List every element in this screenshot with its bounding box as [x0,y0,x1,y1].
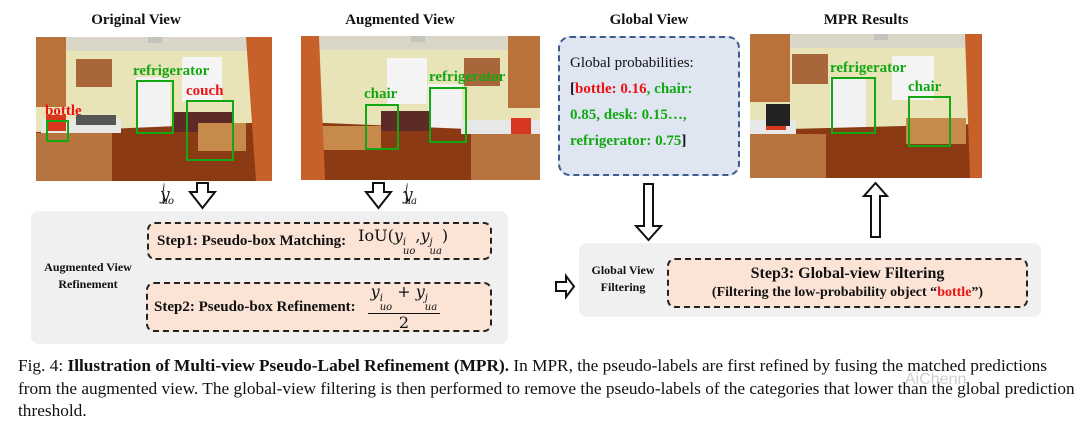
iou-func: IoU( [358,226,394,245]
mpr-results-image: refrigerator chair [750,34,982,178]
caption-bold-title: Illustration of Multi-view Pseudo-Label … [67,356,510,375]
arrow-down-augmented [363,182,394,210]
global-probabilities-line1: [bottle: 0.16, chair: [570,76,732,102]
label-y-ua-j: yuaj [403,183,428,208]
step3-desc-suffix: ”) [971,285,984,300]
prob-chair-label: , chair: [646,81,693,97]
kitchen-scene-results [750,34,982,178]
step3-description: (Filtering the low-probability object “b… [712,284,983,302]
augmented-view-image: chair refrigerator [301,36,540,180]
sub-ua: ua [429,246,442,257]
var-y: y [370,282,380,301]
bbox-label-chair: chair [908,79,942,95]
arrow-right-filtering [555,273,576,300]
global-view-filtering-label: Global View Filtering [580,262,666,296]
global-probabilities-heading: Global probabilities: [570,55,694,71]
var-y: y [393,226,403,245]
sup-i: i [162,183,166,195]
bbox-refrigerator [136,80,174,134]
prob-refrigerator: refrigerator: 0.75 [570,133,682,149]
bbox-chair [908,96,951,147]
step3-desc-highlight: bottle [937,285,972,300]
var-y: y [415,282,425,301]
arrow-up-results [861,181,890,238]
bbox-couch [186,100,234,161]
title-augmented-view: Augmented View [345,12,455,28]
sup-j: j [424,293,428,304]
bbox-label-refrigerator: refrigerator [830,60,907,76]
prob-bottle: bottle: 0.16 [575,81,647,97]
sub-ua: ua [404,196,418,208]
label-line2: Filtering [600,280,646,294]
global-probabilities-box: Global probabilities: [bottle: 0.16, cha… [558,36,740,176]
sub-uo: uo [402,246,416,257]
var-y: y [420,226,430,245]
step3-global-view-filtering: Step3: Global-view Filtering (Filtering … [667,258,1028,308]
bbox-label-bottle: bottle [45,103,82,119]
title-global-view: Global View [609,12,689,28]
bbox-chair [365,104,399,150]
global-probabilities-line4: refrigerator: 0.75] [570,128,732,154]
watermark: AiChenn [905,371,967,388]
arrow-down-original [187,182,218,210]
prob-chair-desk: 0.85, desk: 0.15…, [570,107,687,123]
sub-ua: ua [424,302,438,313]
step3-title: Step3: Global-view Filtering [750,265,945,282]
title-original-view: Original View [91,12,181,28]
bbox-refrigerator [831,77,876,134]
label-line1: Global View [591,263,655,277]
sub-uo: uo [161,196,175,208]
sup-j: j [405,183,409,195]
sup-i: i [402,237,407,248]
title-mpr-results: MPR Results [823,12,909,28]
bbox-label-couch: couch [186,83,224,99]
sup-i: i [379,293,383,304]
figure-caption: Fig. 4: Illustration of Multi-view Pseud… [18,355,1078,423]
bbox-refrigerator [429,87,467,143]
sup-j: j [429,237,433,248]
bbox-bottle [46,120,69,142]
comma: , [415,226,421,245]
fraction-denominator: 2 [398,313,410,332]
plus: + [392,282,416,301]
close-paren: ) [441,226,449,245]
step1-label: Step1: Pseudo-box Matching: [157,232,347,249]
step3-desc-prefix: (Filtering the low-probability object “ [711,285,938,300]
original-view-image: refrigerator couch bottle [36,37,272,181]
step2-label: Step2: Pseudo-box Refinement: [154,298,356,315]
bbox-label-refrigerator: refrigerator [133,63,210,79]
bbox-label-chair: chair [364,86,398,102]
kitchen-scene-augmented [301,36,540,180]
augmented-view-refinement-label: Augmented View Refinement [34,259,142,293]
caption-text: In MPR, the pseudo-labels are first refi… [18,356,1075,420]
arrow-down-global [633,183,664,242]
sub-uo: uo [379,302,393,313]
var-y: y [403,185,413,205]
caption-prefix: Fig. 4: [18,356,68,375]
var-y: y [160,185,170,205]
label-line1: Augmented View [44,260,132,274]
label-line2: Refinement [58,277,118,291]
open-bracket: [ [570,81,575,97]
close-bracket: ] [681,133,687,149]
label-y-uo-i: yuoi [160,183,185,208]
bbox-label-refrigerator: refrigerator [429,69,506,85]
kitchen-scene-original [36,37,272,181]
